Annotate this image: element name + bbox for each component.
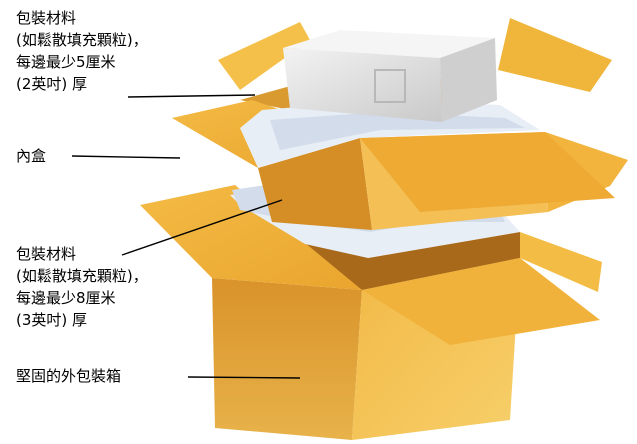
label-inner-packing-line4: (2英吋) 厚 — [16, 75, 88, 93]
label-outer-packing-line2: (如鬆散填充顆粒)， — [16, 267, 148, 285]
outer-box-left-flap — [140, 185, 362, 290]
inner-box-front-flap — [360, 132, 615, 212]
inner-box-top-flap — [218, 22, 310, 90]
outer-box-inner-wall — [220, 196, 520, 290]
label-inner-box: 內盒 — [16, 147, 47, 165]
outer-box-front-face — [212, 278, 362, 440]
label-inner-packing-line3: 每邊最少5厘米 — [16, 53, 116, 71]
label-outer-box: 堅固的外包裝箱 — [16, 367, 122, 385]
leader-inner-packing — [127, 94, 256, 98]
outer-box-front-flap — [362, 258, 600, 345]
leader-outer-packing — [121, 199, 283, 256]
label-outer-packing-line1: 包裝材料 — [16, 245, 77, 263]
inner-box-front-face — [258, 138, 372, 230]
leader-outer-box — [187, 376, 301, 379]
label-inner-packing-line1: 包裝材料 — [16, 9, 77, 27]
outer-box-right-flap — [520, 232, 602, 292]
leader-lines — [71, 94, 301, 379]
outer-box — [140, 185, 602, 440]
label-inner-packing-line2: (如鬆散填充顆粒)， — [16, 31, 148, 49]
inner-packing-peanuts — [240, 100, 540, 168]
label-outer-packing-line4: (3英吋) 厚 — [16, 311, 88, 329]
label-outer-packing-line3: 每邊最少8厘米 — [16, 289, 116, 307]
device-icon — [283, 30, 497, 122]
leader-inner-box — [71, 155, 181, 159]
